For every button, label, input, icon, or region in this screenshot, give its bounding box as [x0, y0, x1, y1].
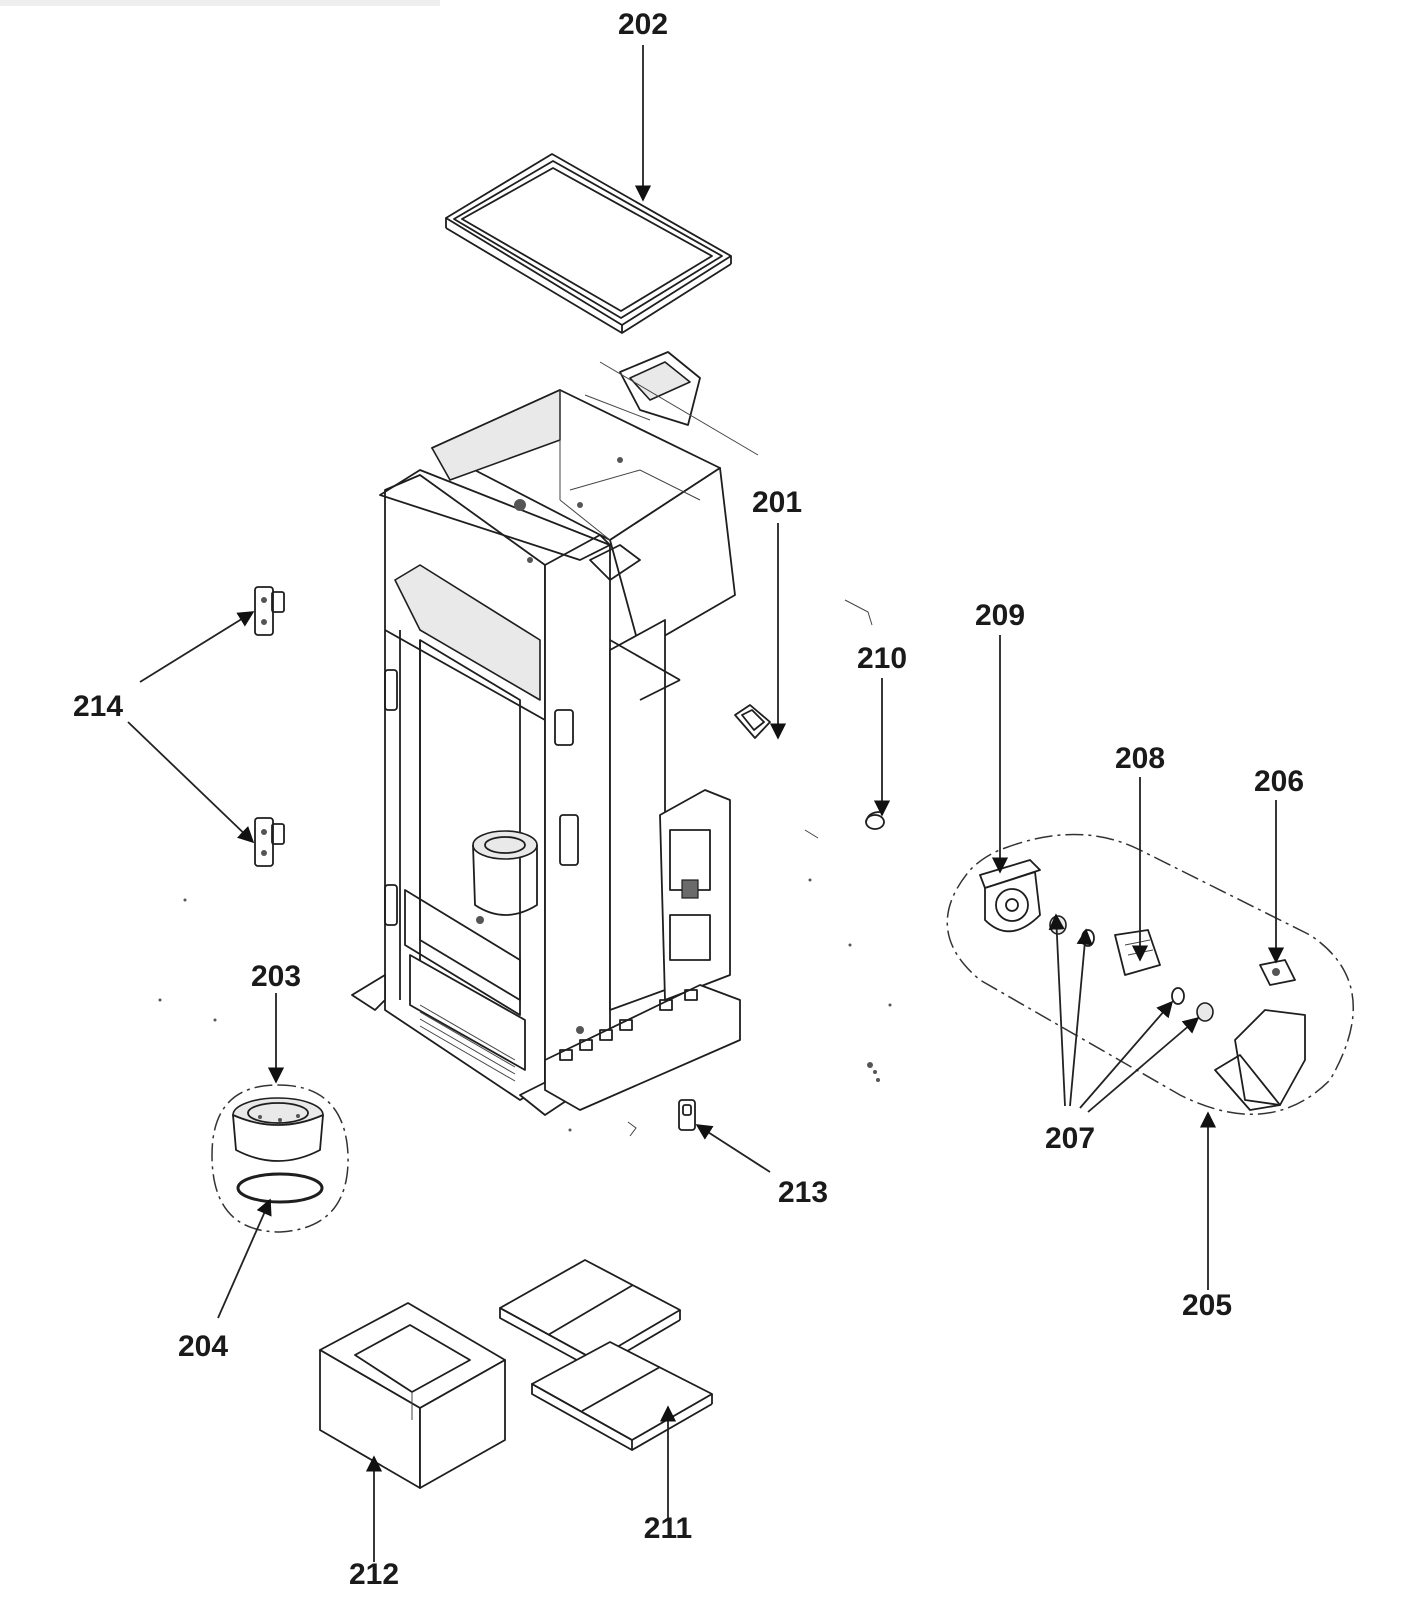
label-206: 206	[1254, 765, 1304, 798]
part-201-bracket	[734, 704, 771, 739]
part-213-latch	[678, 1099, 696, 1131]
top-edge-bar	[0, 0, 440, 6]
part-214-hinges	[254, 586, 285, 867]
label-202: 202	[618, 8, 668, 41]
scattered-fasteners	[158, 829, 892, 1137]
main-stove-body	[351, 351, 759, 1116]
part-203-204-burner-assembly	[211, 1084, 349, 1233]
part-210-clamp	[844, 599, 885, 830]
label-208: 208	[1115, 742, 1165, 775]
label-213: 213	[778, 1176, 828, 1209]
leader-lines	[127, 45, 1285, 1562]
label-204: 204	[178, 1330, 228, 1363]
part-211-insulation-plates	[499, 1259, 713, 1451]
part-212-ash-drawer	[319, 1302, 506, 1489]
part-labels: 202 201 210 209 208 206 214 203 207 213 …	[73, 8, 1304, 1591]
label-205: 205	[1182, 1289, 1232, 1322]
label-214: 214	[73, 690, 123, 723]
label-207: 207	[1045, 1122, 1095, 1155]
label-201: 201	[752, 486, 802, 519]
label-211: 211	[644, 1512, 692, 1545]
label-203: 203	[251, 960, 301, 993]
part-205-auger-group	[946, 833, 1355, 1116]
label-210: 210	[857, 642, 907, 675]
part-202-gasket-frame	[445, 153, 732, 334]
label-212: 212	[349, 1558, 399, 1591]
label-209: 209	[975, 599, 1025, 632]
